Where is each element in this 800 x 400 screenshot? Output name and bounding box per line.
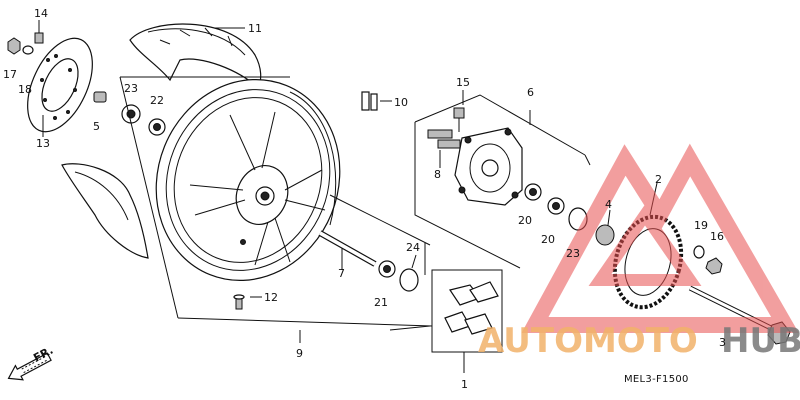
leader-lines (42, 27, 658, 373)
callout-20b: 20 (541, 233, 555, 246)
callout-4: 4 (605, 198, 612, 211)
bearing-20-b (547, 197, 565, 215)
nut-17 (7, 37, 21, 55)
flange-6 (454, 127, 523, 206)
callout-20a: 20 (518, 214, 532, 227)
callout-23a: 23 (124, 82, 138, 95)
callout-23b: 23 (566, 247, 580, 260)
callout-14: 14 (34, 7, 48, 20)
callout-12: 12 (264, 291, 278, 304)
axle-7 (318, 230, 377, 267)
assembly-outline-flange (414, 94, 591, 269)
bearing-23-left (121, 104, 141, 124)
callout-18: 18 (18, 83, 32, 96)
front-direction-arrow (7, 352, 52, 381)
washer-18 (22, 45, 34, 55)
watermark-text-left: AUTOMOTO (478, 321, 698, 361)
callout-22: 22 (150, 94, 164, 107)
callout-19: 19 (694, 219, 708, 232)
damper-set-1 (431, 269, 503, 353)
bolt-15 (453, 107, 465, 132)
callout-15: 15 (456, 76, 470, 89)
tire-11 (129, 23, 262, 90)
callout-16: 16 (710, 230, 724, 243)
tire-lower (61, 163, 149, 259)
callout-17: 17 (3, 68, 17, 81)
callout-3: 3 (719, 336, 726, 349)
bearing-22 (148, 118, 166, 136)
callout-24: 24 (406, 241, 420, 254)
callout-21: 21 (374, 296, 388, 309)
callout-9: 9 (296, 347, 303, 360)
clip-10 (361, 91, 378, 111)
callout-8: 8 (434, 168, 441, 181)
collar-5 (93, 91, 107, 103)
callout-labels: 1 2 3 4 5 6 7 8 9 10 11 12 13 14 15 16 1… (3, 7, 726, 391)
rear-wheel-rim (155, 78, 341, 282)
valve-12 (233, 294, 245, 310)
callout-13: 13 (36, 137, 50, 150)
callout-11: 11 (248, 22, 262, 35)
bearing-21 (378, 260, 396, 278)
brake-disc-13 (27, 37, 93, 133)
callout-6: 6 (527, 86, 534, 99)
callout-7: 7 (338, 267, 345, 280)
callout-10: 10 (394, 96, 408, 109)
washer-19 (693, 245, 705, 259)
watermark-text-right: HUB (721, 321, 800, 361)
diagram-code: MEL3-F1500 (624, 374, 689, 385)
bolt-14 (34, 20, 44, 44)
callout-2: 2 (655, 173, 662, 186)
assembly-outline-wheel (119, 76, 433, 331)
watermark-logo (521, 143, 799, 333)
nut-16 (705, 257, 723, 275)
callout-5: 5 (93, 120, 100, 133)
bearing-20-a (524, 183, 542, 201)
o-ring-24 (399, 268, 419, 292)
stud-8 (427, 129, 461, 149)
callout-1: 1 (461, 378, 468, 391)
collar-4 (595, 224, 615, 246)
